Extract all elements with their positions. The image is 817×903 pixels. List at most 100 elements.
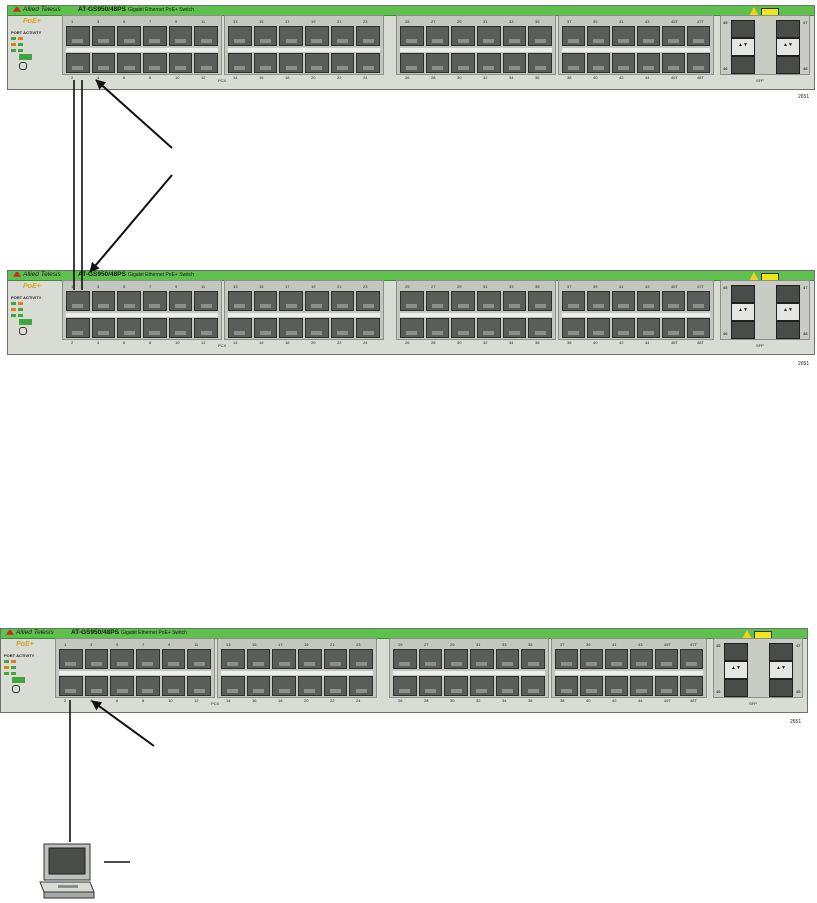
rj45-port[interactable] [612,318,635,338]
rj45-port[interactable] [662,318,685,338]
rj45-port[interactable] [194,26,219,46]
rj45-port[interactable] [66,53,90,73]
rj45-port[interactable] [444,649,469,669]
rj45-port[interactable] [298,649,322,669]
rj45-port[interactable] [91,318,116,338]
rj45-port[interactable] [228,53,252,73]
rj45-port[interactable] [587,53,610,73]
rj45-port[interactable] [393,649,417,669]
rj45-port[interactable] [91,53,116,73]
rj45-port[interactable] [562,26,585,46]
rj45-port[interactable] [279,291,304,311]
rj45-port[interactable] [495,649,520,669]
rj45-port[interactable] [66,318,90,338]
rj45-port[interactable] [279,318,304,338]
rj45-port[interactable] [59,649,83,669]
rj45-port[interactable] [66,26,90,46]
rj45-port[interactable] [418,649,443,669]
rj45-port[interactable] [521,649,546,669]
rj45-port[interactable] [655,676,678,696]
rj45-port[interactable] [84,676,109,696]
rj45-port[interactable] [136,676,160,696]
rj45-port[interactable] [323,676,348,696]
rj45-port[interactable] [528,291,553,311]
rj45-port[interactable] [91,26,116,46]
rj45-port[interactable] [330,318,355,338]
rj45-port[interactable] [444,676,469,696]
rj45-port[interactable] [425,291,450,311]
rj45-port[interactable] [305,26,329,46]
rj45-port[interactable] [356,53,381,73]
rj45-port[interactable] [451,53,476,73]
rj45-port[interactable] [425,53,450,73]
rj45-port[interactable] [168,318,193,338]
rj45-port[interactable] [253,26,278,46]
rj45-port[interactable] [687,291,710,311]
rj45-port[interactable] [587,26,610,46]
rj45-port[interactable] [637,318,660,338]
rj45-port[interactable] [393,676,417,696]
rj45-port[interactable] [349,676,374,696]
rj45-port[interactable] [612,26,635,46]
rj45-port[interactable] [477,291,501,311]
rj45-port[interactable] [612,53,635,73]
rj45-port[interactable] [298,676,322,696]
rj45-port[interactable] [228,318,252,338]
rj45-port[interactable] [246,676,271,696]
rj45-port[interactable] [400,53,424,73]
rj45-port[interactable] [161,676,186,696]
rj45-port[interactable] [253,318,278,338]
rj45-port[interactable] [143,291,167,311]
sfp-slot[interactable] [776,56,800,74]
sfp-slot[interactable] [776,321,800,339]
rj45-port[interactable] [418,676,443,696]
rj45-port[interactable] [66,291,90,311]
rj45-port[interactable] [194,318,219,338]
rj45-port[interactable] [143,318,167,338]
rj45-port[interactable] [477,318,501,338]
rj45-port[interactable] [136,649,160,669]
rj45-port[interactable] [630,649,653,669]
rj45-port[interactable] [228,26,252,46]
rj45-port[interactable] [117,318,142,338]
rj45-port[interactable] [330,26,355,46]
sfp-slot[interactable] [724,679,748,697]
rj45-port[interactable] [680,649,703,669]
rj45-port[interactable] [687,53,710,73]
rj45-port[interactable] [305,291,329,311]
rj45-port[interactable] [91,291,116,311]
rj45-port[interactable] [279,53,304,73]
rj45-port[interactable] [521,676,546,696]
rj45-port[interactable] [59,676,83,696]
rj45-port[interactable] [502,53,527,73]
rj45-port[interactable] [587,318,610,338]
rj45-port[interactable] [637,53,660,73]
rj45-port[interactable] [451,291,476,311]
rj45-port[interactable] [143,26,167,46]
rj45-port[interactable] [680,676,703,696]
rj45-port[interactable] [168,26,193,46]
rj45-port[interactable] [161,649,186,669]
rj45-port[interactable] [110,649,135,669]
rj45-port[interactable] [349,649,374,669]
rj45-port[interactable] [425,26,450,46]
rj45-port[interactable] [168,53,193,73]
rj45-port[interactable] [477,53,501,73]
rj45-port[interactable] [221,649,245,669]
rj45-port[interactable] [495,676,520,696]
rj45-port[interactable] [117,26,142,46]
rj45-port[interactable] [330,53,355,73]
rj45-port[interactable] [630,676,653,696]
rj45-port[interactable] [187,676,212,696]
reset-button[interactable] [12,685,20,693]
rj45-port[interactable] [168,291,193,311]
rj45-port[interactable] [272,676,297,696]
reset-button[interactable] [19,62,27,70]
rj45-port[interactable] [502,318,527,338]
rj45-port[interactable] [662,53,685,73]
rj45-port[interactable] [612,291,635,311]
rj45-port[interactable] [272,649,297,669]
rj45-port[interactable] [687,318,710,338]
rj45-port[interactable] [528,53,553,73]
rj45-port[interactable] [662,291,685,311]
